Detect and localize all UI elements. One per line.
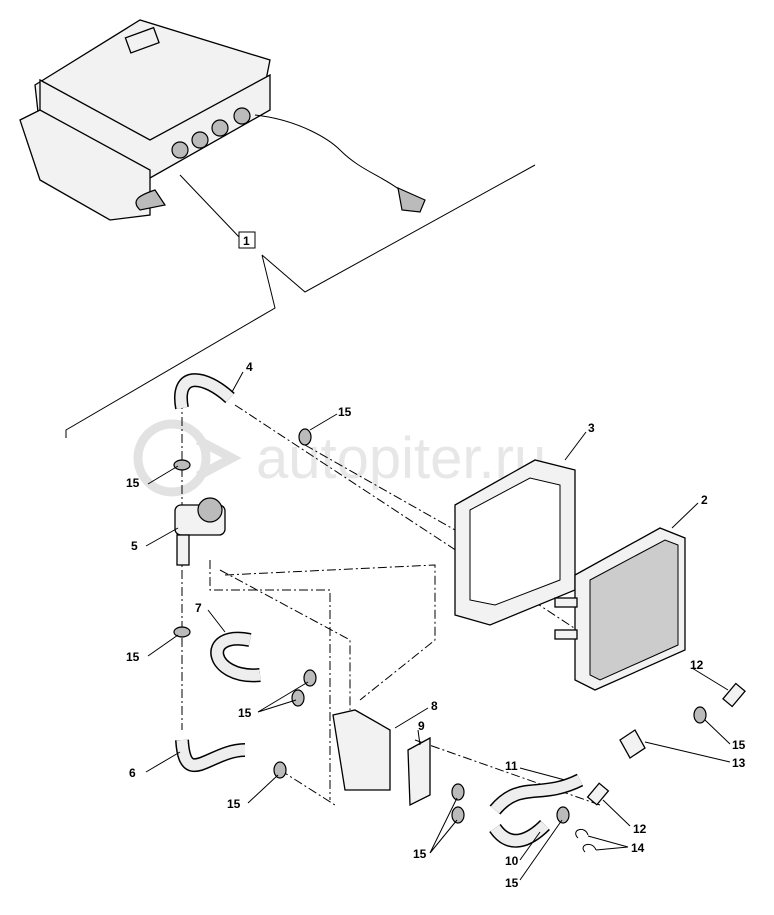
callout-15: 15 xyxy=(413,847,427,861)
callout-12: 12 xyxy=(633,822,647,836)
callout-14: 14 xyxy=(631,841,645,855)
hose-10 xyxy=(490,821,549,847)
callout-1: 1 xyxy=(243,234,250,248)
callout-15: 15 xyxy=(505,876,519,890)
callout-11: 11 xyxy=(505,759,518,773)
callout-15: 15 xyxy=(238,706,252,720)
callout-15: 15 xyxy=(732,738,746,752)
connector-12 xyxy=(722,682,746,708)
callout-3: 3 xyxy=(588,421,595,435)
callout-15: 15 xyxy=(227,797,241,811)
callout-7: 7 xyxy=(195,601,202,615)
hose-6 xyxy=(176,739,246,771)
callout-2: 2 xyxy=(701,493,708,507)
callout-9: 9 xyxy=(418,719,425,733)
hvac-unit xyxy=(19,19,426,221)
hose-11 xyxy=(490,775,583,814)
water-pump xyxy=(174,497,226,566)
callout-4: 4 xyxy=(246,360,253,374)
callout-12: 12 xyxy=(690,658,704,672)
callout-15: 15 xyxy=(126,650,140,664)
leader-lines xyxy=(145,371,731,881)
hose-clamps xyxy=(173,428,707,824)
connector-12 xyxy=(586,782,610,806)
hose-7 xyxy=(211,633,261,681)
clip-13 xyxy=(619,729,646,759)
hose-4 xyxy=(175,374,234,409)
callout-box-1 xyxy=(238,231,256,249)
gasket xyxy=(407,736,431,807)
bracket xyxy=(332,709,391,791)
callout-8: 8 xyxy=(431,699,438,713)
callout-15: 15 xyxy=(338,405,352,419)
heater-core-housing xyxy=(454,459,576,626)
heater-radiator xyxy=(554,527,686,691)
callout-6: 6 xyxy=(129,766,136,780)
callout-10: 10 xyxy=(505,854,519,868)
callout-5: 5 xyxy=(131,539,138,553)
watermark-logo: autopiter.ru xyxy=(133,419,546,497)
callout-15: 15 xyxy=(126,476,140,490)
callout-13: 13 xyxy=(732,756,746,770)
